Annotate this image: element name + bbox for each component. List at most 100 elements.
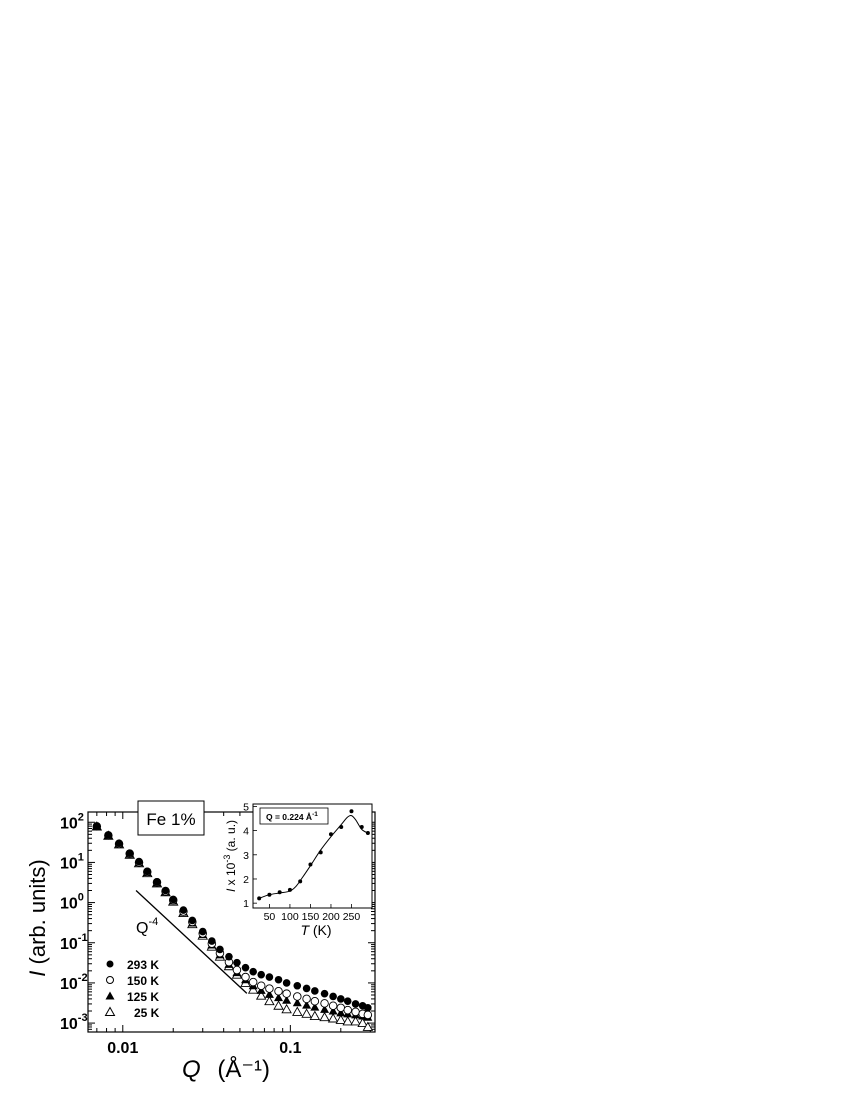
y-tick-label: 102: [60, 811, 84, 832]
inset-annotation: Q = 0.224 Å-1: [266, 811, 318, 822]
x-axis-symbol: Q: [182, 1056, 201, 1083]
inset-x-symbol: T: [300, 922, 310, 938]
data-point: [364, 1004, 372, 1012]
data-point: [310, 1002, 320, 1011]
inset-data-point: [308, 862, 313, 867]
data-point: [265, 973, 274, 981]
inset-x-tick-label: 100: [281, 911, 299, 923]
legend: 293 K 150 K 125 K 25 K: [104, 958, 160, 1020]
data-point: [319, 1011, 330, 1022]
main-x-tick-labels: 0.01 0.1: [107, 1040, 301, 1057]
legend-item-25K: 25 K: [104, 1006, 160, 1020]
legend-label: 150 K: [127, 974, 159, 988]
data-point: [292, 1006, 303, 1016]
legend-marker-filled-triangle: [105, 991, 115, 1000]
inset-data-point: [267, 892, 272, 897]
data-point: [328, 1001, 338, 1011]
inset-data-point: [328, 832, 333, 837]
data-point: [169, 895, 178, 904]
data-point: [302, 984, 311, 993]
data-point: [274, 987, 283, 996]
data-point: [143, 867, 152, 876]
data-point: [320, 999, 329, 1008]
data-point: [357, 1017, 368, 1028]
data-point: [232, 965, 242, 975]
main-y-axis-label: I (arb. units): [25, 859, 50, 976]
data-point: [282, 995, 292, 1004]
inset-annotation-exp: -1: [312, 811, 318, 818]
data-point: [198, 927, 207, 936]
guide-label-base: Q: [136, 920, 148, 937]
data-point: [336, 995, 345, 1003]
inset-data-point: [349, 809, 354, 814]
data-point: [351, 1007, 360, 1017]
inset-y-axis-label: I x 10-3 (a. u.): [222, 820, 238, 892]
data-point: [179, 906, 188, 914]
data-point: [362, 1021, 374, 1031]
inset-x-axis-label: T (K): [300, 922, 331, 938]
data-point: [343, 1005, 352, 1015]
inset-data-points: [257, 809, 370, 901]
data-point: [241, 972, 250, 982]
data-point: [264, 989, 274, 998]
y-tick-label: 100: [60, 892, 84, 913]
inset-axis-ticks: [253, 806, 352, 908]
data-point: [255, 990, 267, 1000]
data-point: [248, 977, 258, 987]
inset-x-unit: (K): [313, 922, 332, 938]
data-point: [327, 1013, 339, 1023]
data-point: [256, 981, 266, 991]
data-point: [336, 1003, 346, 1013]
sample-label: Fe 1%: [146, 810, 195, 829]
inset-x-tick-label: 200: [322, 911, 340, 923]
y-tick-exponent: -1: [78, 932, 88, 944]
data-point: [310, 996, 320, 1006]
data-point: [241, 963, 250, 972]
data-point: [351, 1000, 360, 1008]
inset-y-tick-label: 2: [243, 874, 249, 886]
inset-y-tick-label: 1: [243, 898, 249, 910]
data-point: [104, 831, 113, 839]
main-y-tick-labels: 10-3 10-2 10-1 100 101 102: [60, 811, 88, 1033]
data-point: [208, 937, 216, 945]
legend-label: 293 K: [127, 958, 159, 972]
sample-label-box: [137, 800, 205, 836]
inset-data-point: [359, 824, 364, 829]
data-point: [265, 984, 274, 993]
data-point: [188, 916, 197, 925]
data-point: [161, 886, 170, 895]
legend-item-293K: 293 K: [106, 958, 159, 972]
data-point: [216, 945, 224, 954]
y-tick-exponent: -3: [78, 1012, 88, 1024]
inset-data-point: [257, 896, 262, 901]
data-point: [135, 857, 143, 866]
y-tick-label: 101: [60, 851, 84, 872]
y-axis-symbol: I: [25, 971, 50, 977]
inset-data-point: [318, 850, 323, 855]
inset-y-exp: -3: [222, 855, 232, 863]
data-point: [125, 849, 134, 857]
y-tick-label: 10-3: [60, 1012, 88, 1033]
data-point: [273, 1000, 284, 1010]
data-point: [281, 1003, 292, 1014]
data-point: [320, 989, 329, 998]
inset-data-point: [365, 831, 370, 836]
y-tick-exponent: 0: [78, 892, 84, 904]
legend-item-150K: 150 K: [106, 974, 159, 988]
data-point: [311, 987, 319, 995]
data-point: [225, 952, 233, 961]
data-point: [329, 992, 337, 1001]
data-point: [328, 1006, 338, 1015]
data-point: [282, 979, 291, 987]
data-point: [274, 975, 283, 984]
y-tick-label: 10-2: [60, 972, 88, 993]
legend-label: 125 K: [127, 990, 159, 1004]
q-4-guide-line: [135, 890, 248, 994]
main-data-series: [91, 821, 374, 1031]
y-tick-exponent: -2: [78, 972, 88, 984]
inset-data-point: [287, 887, 292, 892]
y-tick-exponent: 2: [78, 811, 84, 823]
y-tick-label: 10-1: [60, 932, 88, 953]
data-point: [249, 967, 257, 976]
